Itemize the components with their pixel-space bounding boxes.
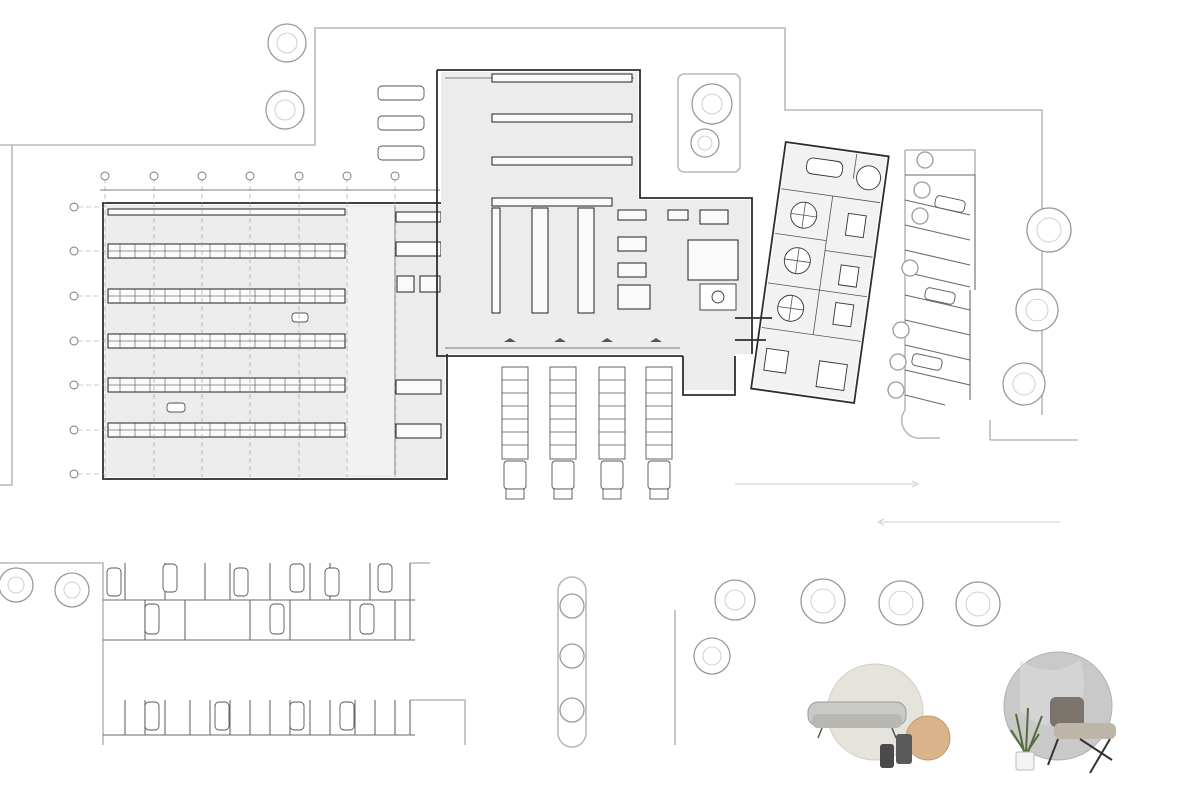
- forklift-icon: [166, 402, 186, 413]
- loading-docks: [501, 366, 673, 500]
- car-icon: [289, 701, 305, 731]
- truck-icon: [645, 366, 673, 500]
- car-icon: [377, 563, 393, 593]
- tree-icon: [955, 581, 1001, 627]
- trees: [0, 23, 1072, 723]
- car-icon: [162, 563, 178, 593]
- car-icon: [233, 567, 249, 597]
- main-warehouse: [102, 202, 448, 480]
- van-parking: [377, 85, 425, 161]
- car-icon: [214, 701, 230, 731]
- tree-icon: [878, 580, 924, 626]
- lounge-vignette: [807, 663, 951, 768]
- tree-icon: [690, 128, 720, 158]
- tree-icon: [559, 593, 585, 723]
- tree-icon: [1026, 207, 1072, 253]
- parking-east: [904, 174, 976, 406]
- truck-icon: [598, 366, 626, 500]
- office-block: [750, 140, 890, 405]
- tree-icon: [693, 637, 731, 675]
- round-table-icon: [790, 201, 818, 229]
- car-icon: [144, 701, 160, 731]
- car-icon: [289, 563, 305, 593]
- tree-icon: [265, 90, 305, 130]
- structural-grid: [69, 171, 440, 480]
- forklift-icon: [291, 312, 309, 323]
- parking-south: [103, 563, 415, 736]
- truck-icon: [549, 366, 577, 500]
- picking-area: [436, 69, 753, 396]
- rack-subdivisions: [108, 244, 345, 437]
- van-icon: [377, 145, 425, 161]
- side-table-icon: [880, 734, 912, 768]
- van-icon: [377, 85, 425, 101]
- tree-icon: [1015, 288, 1059, 332]
- car-icon: [924, 287, 956, 305]
- tree-icon: [267, 23, 307, 63]
- car-icon: [911, 353, 943, 371]
- tree-icon: [0, 567, 34, 603]
- car-icon: [144, 603, 160, 635]
- road-arrows: [735, 480, 1060, 526]
- car-icon: [324, 567, 340, 597]
- car-icon: [339, 701, 355, 731]
- round-table-icon: [783, 247, 811, 275]
- car-icon: [359, 603, 375, 635]
- tree-icon: [691, 83, 733, 125]
- armchair-vignette: [1003, 651, 1116, 774]
- car-icon: [269, 603, 285, 635]
- van-icon: [377, 115, 425, 131]
- car-icon: [106, 567, 122, 597]
- tree-icon: [887, 151, 934, 399]
- tree-icon: [800, 578, 846, 624]
- sofa-icon: [807, 701, 907, 739]
- site-boundary: [0, 27, 1078, 748]
- tree-icon: [1002, 362, 1046, 406]
- tree-icon: [54, 572, 90, 608]
- tree-icon: [714, 579, 756, 621]
- car-icon: [934, 195, 966, 213]
- round-table-icon: [777, 294, 805, 322]
- armchair-icon: [1047, 697, 1116, 774]
- truck-icon: [501, 366, 529, 500]
- plant-icon: [1010, 707, 1043, 771]
